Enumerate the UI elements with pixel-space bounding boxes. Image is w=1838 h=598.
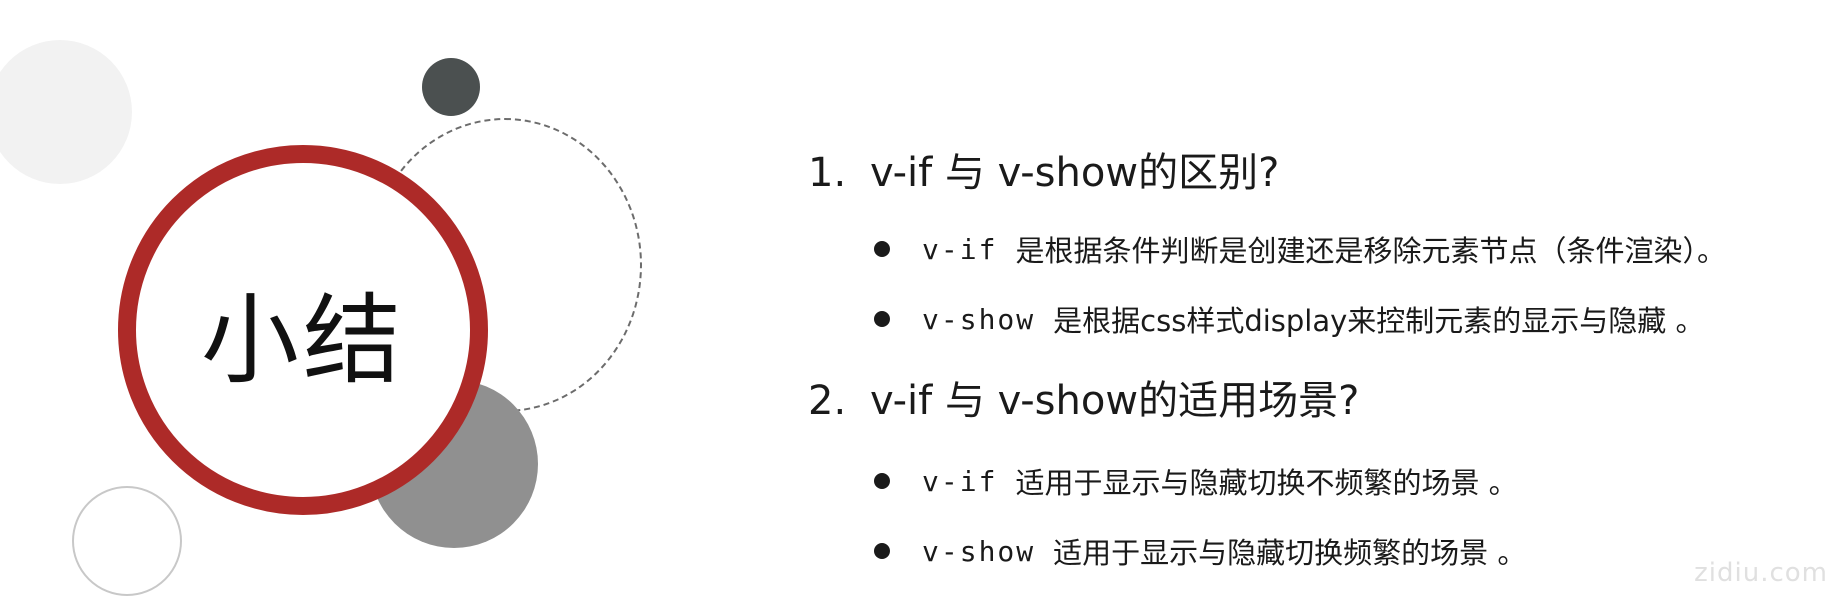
bullet-text: 是根据css样式display来控制元素的显示与隐藏 。 [1053,304,1705,338]
decorative-outline-circle [72,486,182,596]
section-2-number: 2. [808,378,847,424]
bullet-dot-icon [874,473,890,489]
section-2-heading-text: v-if 与 v-show的适用场景? [870,378,1360,424]
bullet-dot-icon [874,543,890,559]
decorative-light-circle [0,40,132,184]
bullet-dot-icon [874,311,890,327]
bullet-text: 适用于显示与隐藏切换不频繁的场景 。 [1015,466,1518,500]
section-2-heading: 2. v-if 与 v-show的适用场景? [808,368,1359,426]
watermark: zidiu.com [1694,558,1828,588]
section-1-heading-text: v-if 与 v-show的区别? [870,150,1280,196]
section-2-bullet-2: v-show 适用于显示与隐藏切换频繁的场景 。 [874,530,1526,572]
bullet-dot-icon [874,241,890,257]
bullet-code: v-show [922,302,1036,336]
section-1-heading: 1. v-if 与 v-show的区别? [808,140,1279,198]
bullet-code: v-show [922,534,1036,568]
section-1-bullet-2: v-show 是根据css样式display来控制元素的显示与隐藏 。 [874,298,1705,340]
title-ring: 小结 [118,145,488,515]
bullet-code: v-if [922,232,998,266]
slide-title: 小结 [200,284,405,398]
bullet-text: 是根据条件判断是创建还是移除元素节点（条件渲染）。 [1015,234,1726,268]
bullet-code: v-if [922,464,998,498]
decorative-dark-circle [422,58,480,116]
section-1-number: 1. [808,150,847,196]
section-2-bullet-1: v-if 适用于显示与隐藏切换不频繁的场景 。 [874,460,1518,502]
content-area: 1. v-if 与 v-show的区别? v-if 是根据条件判断是创建还是移除元… [808,0,1808,598]
section-1-bullet-1: v-if 是根据条件判断是创建还是移除元素节点（条件渲染）。 [874,228,1726,270]
bullet-text: 适用于显示与隐藏切换频繁的场景 。 [1053,536,1527,570]
